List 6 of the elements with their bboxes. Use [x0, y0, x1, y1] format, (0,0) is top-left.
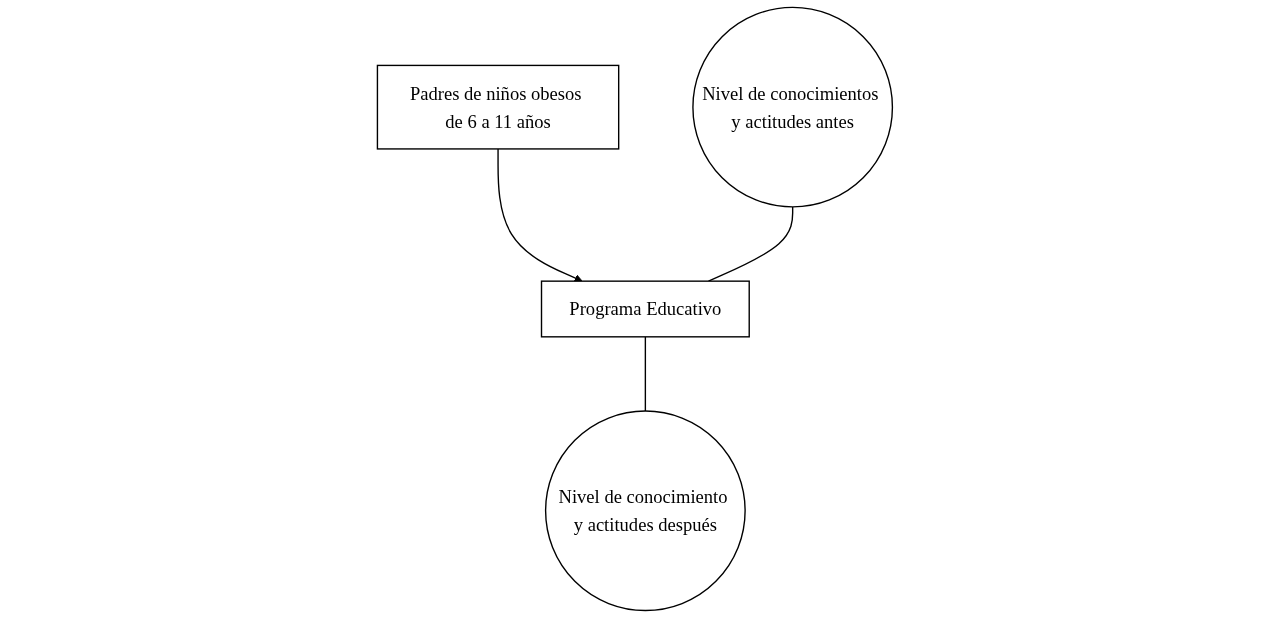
connector [644, 336, 646, 412]
node-circle: Nivel de conocimientos y actitudes antes [691, 6, 893, 208]
node-box: Programa Educativo [540, 280, 750, 338]
node-circle: Nivel de conocimiento y actitudes después [544, 410, 746, 612]
arrow [496, 148, 583, 282]
node-box: Padres de niños obesos de 6 a 11 años [376, 64, 619, 150]
